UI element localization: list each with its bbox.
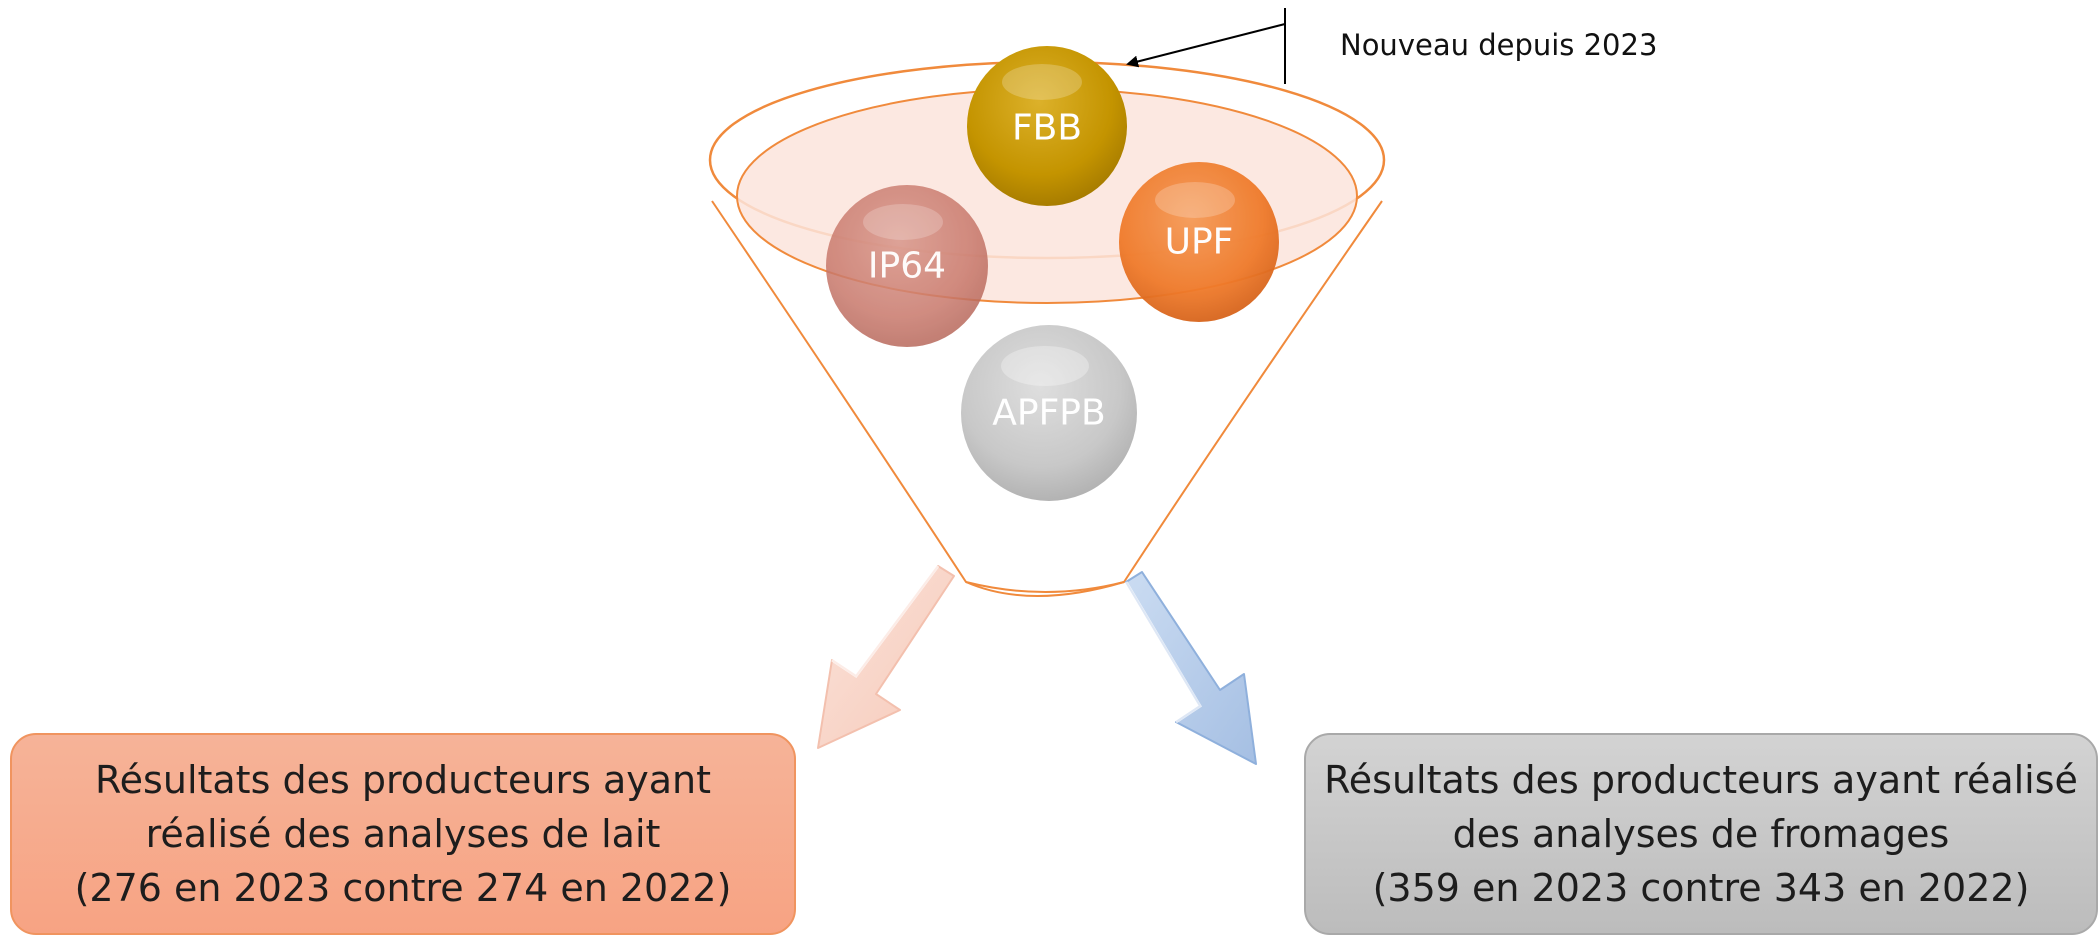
milk-results-line3: (276 en 2023 contre 274 en 2022) bbox=[74, 866, 732, 910]
bubble-apfpb: APFPB bbox=[961, 325, 1137, 501]
bubble-ip64-label: IP64 bbox=[868, 246, 946, 287]
bubble-ip64: IP64 bbox=[826, 185, 988, 347]
bubble-fbb: FBB bbox=[967, 46, 1127, 206]
bubble-fbb-label: FBB bbox=[1012, 108, 1082, 149]
annotation-new-since-2023: Nouveau depuis 2023 bbox=[1340, 28, 1658, 62]
cheese-results-line2: des analyses de fromages bbox=[1452, 812, 1950, 856]
cheese-results-box: Résultats des producteurs ayant réalisé … bbox=[1304, 733, 2098, 935]
bubble-apfpb-label: APFPB bbox=[992, 393, 1105, 434]
annotation-pointer bbox=[1126, 8, 1286, 84]
milk-results-line2: réalisé des analyses de lait bbox=[145, 812, 661, 856]
arrow-down-left bbox=[817, 565, 955, 749]
arrow-down-right bbox=[1124, 571, 1257, 765]
cheese-results-line1: Résultats des producteurs ayant réalisé bbox=[1324, 758, 2078, 802]
cheese-results-line3: (359 en 2023 contre 343 en 2022) bbox=[1372, 866, 2030, 910]
milk-results-box: Résultats des producteurs ayant réalisé … bbox=[10, 733, 796, 935]
bubble-upf: UPF bbox=[1119, 162, 1279, 322]
bubble-upf-label: UPF bbox=[1165, 222, 1234, 263]
milk-results-line1: Résultats des producteurs ayant bbox=[94, 758, 711, 802]
